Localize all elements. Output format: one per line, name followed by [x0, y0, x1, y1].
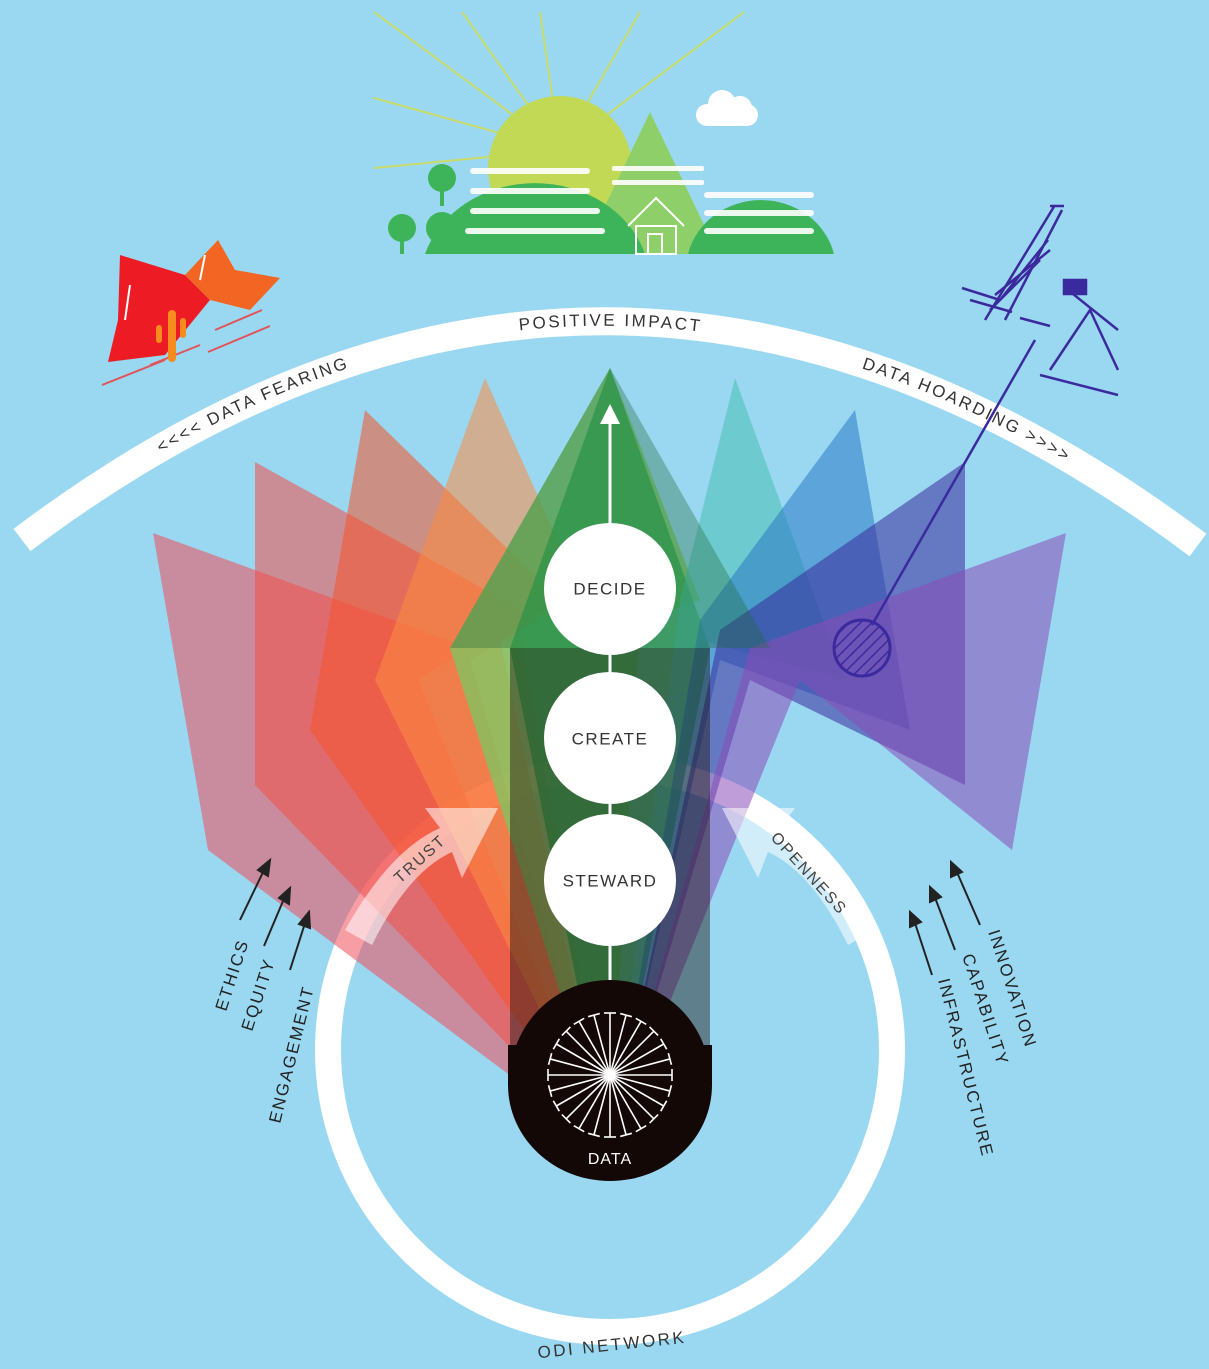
node-decide[interactable]: DECIDE	[544, 523, 676, 655]
pipe-line	[870, 339, 1037, 626]
node-data[interactable]: DATA	[508, 980, 712, 1181]
pump-jack-icon	[1039, 278, 1120, 397]
hatched-target-icon	[832, 618, 892, 678]
openness-arrow	[722, 808, 875, 945]
spine-arrowhead-icon	[600, 404, 620, 424]
oil-rig-icon	[961, 204, 1064, 328]
factor-engagement: ENGAGEMENT	[265, 984, 318, 1125]
tree-icon	[388, 164, 458, 254]
data-hoarding-label: DATA HOARDING >>>>	[860, 354, 1075, 466]
decide-label: DECIDE	[573, 579, 646, 598]
trust-arrow	[345, 808, 498, 945]
left-factor-arrows	[239, 857, 312, 971]
node-steward[interactable]: STEWARD	[544, 814, 676, 946]
data-label: DATA	[588, 1151, 632, 1168]
node-create[interactable]: CREATE	[544, 672, 676, 804]
cactus-icon	[156, 310, 186, 362]
right-factor-arrows	[909, 859, 981, 976]
house-icon	[627, 196, 685, 255]
arrow-violet	[610, 533, 1066, 1150]
steward-label: STEWARD	[563, 871, 658, 890]
hills-icon	[388, 112, 834, 255]
data-fearing-label: <<<< DATA FEARING	[153, 353, 351, 456]
cloud-icon	[696, 90, 758, 126]
create-label: CREATE	[572, 729, 649, 748]
desert-mesa-icon	[101, 240, 280, 386]
data-burst-icon	[547, 1012, 673, 1138]
